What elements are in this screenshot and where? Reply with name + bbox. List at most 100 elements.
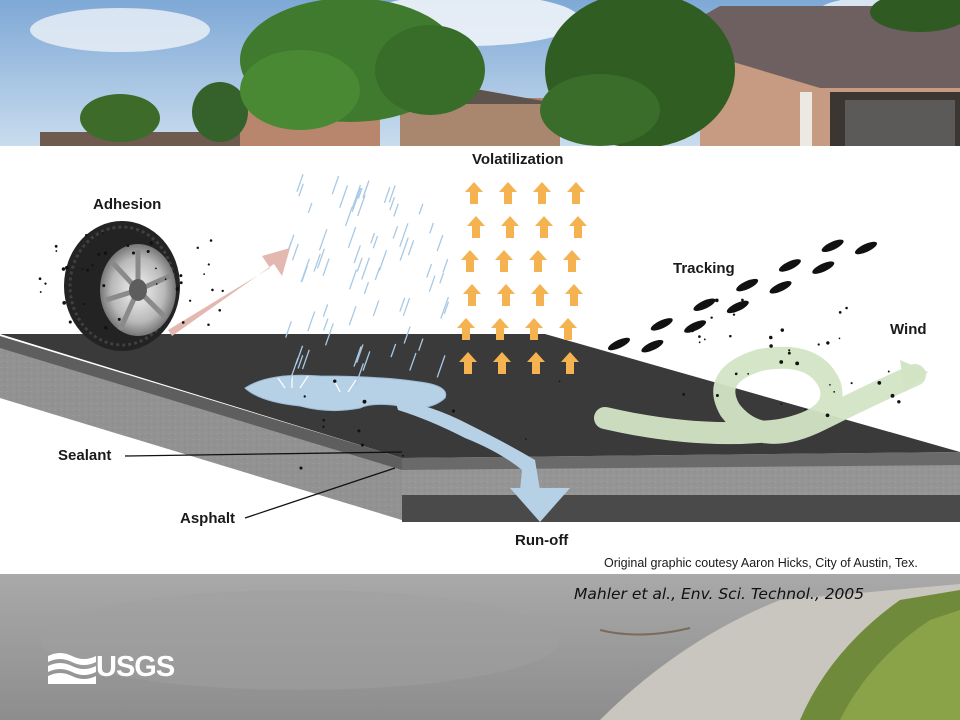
- particle-speck: [322, 425, 325, 428]
- particle-speck: [218, 308, 222, 312]
- particle-speck: [362, 399, 367, 404]
- raindrop: [356, 344, 364, 363]
- footprint: [693, 298, 716, 311]
- particle-speck: [131, 251, 136, 255]
- raindrop: [429, 222, 435, 234]
- particle-speck: [179, 281, 183, 285]
- background-photo-bottom: [0, 574, 960, 720]
- wind-swirl: [594, 346, 928, 445]
- raindrop: [301, 349, 310, 370]
- raindrop: [339, 185, 349, 208]
- raindrop: [442, 258, 449, 273]
- volatilization-arrow-icon: [501, 216, 519, 238]
- volatilization-arrows: [457, 182, 587, 374]
- raindrop: [351, 187, 362, 212]
- particle-speck: [829, 384, 831, 386]
- particle-speck: [698, 341, 701, 344]
- particle-speck: [64, 265, 69, 270]
- footprint: [736, 278, 759, 292]
- particle-speck: [333, 379, 337, 383]
- volatilization-arrow-icon: [569, 216, 587, 238]
- particle-speck: [402, 454, 404, 457]
- particle-speck: [710, 316, 713, 319]
- raindrop: [356, 257, 363, 272]
- particle-speck: [804, 408, 807, 411]
- particle-speck: [117, 317, 121, 321]
- particle-speck: [734, 372, 738, 376]
- particle-speck: [787, 351, 791, 355]
- particle-speck: [38, 277, 42, 281]
- footprint: [778, 259, 801, 272]
- raindrop: [313, 253, 321, 272]
- raindrop: [389, 196, 396, 211]
- raindrop: [301, 265, 309, 282]
- tire-icon: [64, 221, 180, 351]
- raindrop: [370, 232, 376, 244]
- volatilization-arrow-icon: [459, 352, 477, 374]
- particle-speck: [525, 438, 527, 440]
- particle-speck: [451, 409, 456, 413]
- volatilization-arrow-icon: [535, 216, 553, 238]
- footprint: [854, 241, 878, 255]
- particle-speck: [55, 250, 58, 253]
- particle-speck: [164, 278, 167, 281]
- particle-speck: [207, 263, 210, 266]
- raindrop: [418, 338, 424, 351]
- raindrop: [323, 318, 329, 331]
- raindrop: [298, 183, 304, 197]
- raindrop: [322, 258, 330, 276]
- sealant-edge-layer: [0, 336, 402, 470]
- particle-speck: [732, 313, 736, 316]
- raindrop: [407, 240, 415, 256]
- raindrop: [443, 301, 450, 315]
- footprint: [641, 339, 664, 353]
- raindrop: [307, 311, 316, 332]
- particle-speck: [747, 372, 750, 375]
- particle-speck: [189, 299, 192, 302]
- raindrop: [291, 243, 299, 261]
- raindrop: [374, 267, 381, 281]
- particle-speck: [357, 429, 361, 433]
- tracking-label: Tracking: [673, 260, 735, 277]
- runoff-water: [244, 374, 570, 522]
- footprint: [650, 318, 673, 331]
- particle-speck: [102, 284, 106, 288]
- raindrop: [383, 187, 391, 204]
- volatilization-arrow-icon: [525, 318, 543, 340]
- raindrop: [409, 352, 417, 371]
- particle-speck: [211, 288, 214, 292]
- raindrop: [357, 187, 363, 199]
- asphalt-leader-line: [244, 467, 396, 519]
- particle-speck: [715, 394, 719, 398]
- runoff-label: Run-off: [515, 532, 569, 549]
- particle-speck: [101, 231, 104, 234]
- particle-speck: [103, 251, 108, 255]
- raindrop: [403, 326, 411, 344]
- volatilization-arrow-icon: [495, 250, 513, 272]
- particle-speck: [838, 337, 841, 340]
- footprint: [607, 337, 631, 351]
- particle-speck: [780, 402, 783, 405]
- particle-speck: [322, 419, 326, 422]
- raindrop: [344, 206, 353, 227]
- particle-speck: [221, 289, 224, 293]
- volatilization-arrow-icon: [457, 318, 475, 340]
- particle-speck: [780, 328, 785, 332]
- raindrop: [318, 228, 328, 251]
- volatilization-arrow-icon: [465, 182, 483, 204]
- raindrop: [354, 363, 364, 387]
- particle-speck: [691, 329, 694, 333]
- particle-speck: [838, 311, 842, 314]
- particle-speck: [146, 250, 150, 254]
- raindrop: [348, 305, 357, 326]
- volatilization-arrow-icon: [461, 250, 479, 272]
- particle-speck: [207, 323, 210, 327]
- particle-speck: [86, 268, 90, 272]
- volatilization-arrow-icon: [565, 284, 583, 306]
- particle-speck: [209, 239, 213, 242]
- volatilization-arrow-icon: [527, 352, 545, 374]
- raindrop: [393, 203, 399, 217]
- particle-speck: [825, 413, 830, 418]
- footprint: [726, 300, 749, 314]
